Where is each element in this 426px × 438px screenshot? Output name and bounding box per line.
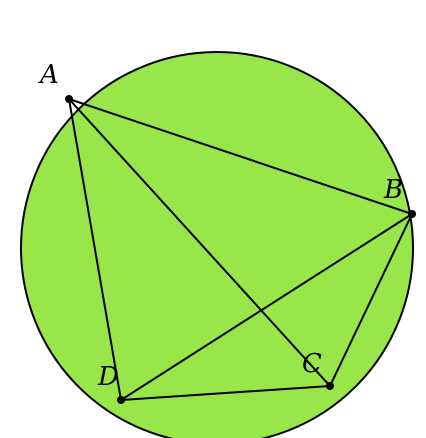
diagonal-bd xyxy=(120,213,413,401)
point-b xyxy=(408,210,416,218)
point-c xyxy=(326,382,334,390)
segment-ab xyxy=(68,98,413,215)
segment-cd xyxy=(120,385,331,401)
label-d: D xyxy=(97,362,119,392)
label-b: B xyxy=(383,175,403,205)
point-d xyxy=(117,396,125,404)
segment-bc xyxy=(329,213,413,387)
segment-da xyxy=(68,98,122,401)
label-a: A xyxy=(38,60,59,90)
label-c: C xyxy=(302,349,322,379)
diagonal-ac xyxy=(68,98,331,387)
point-a xyxy=(65,95,73,103)
circumcircle xyxy=(20,51,414,438)
